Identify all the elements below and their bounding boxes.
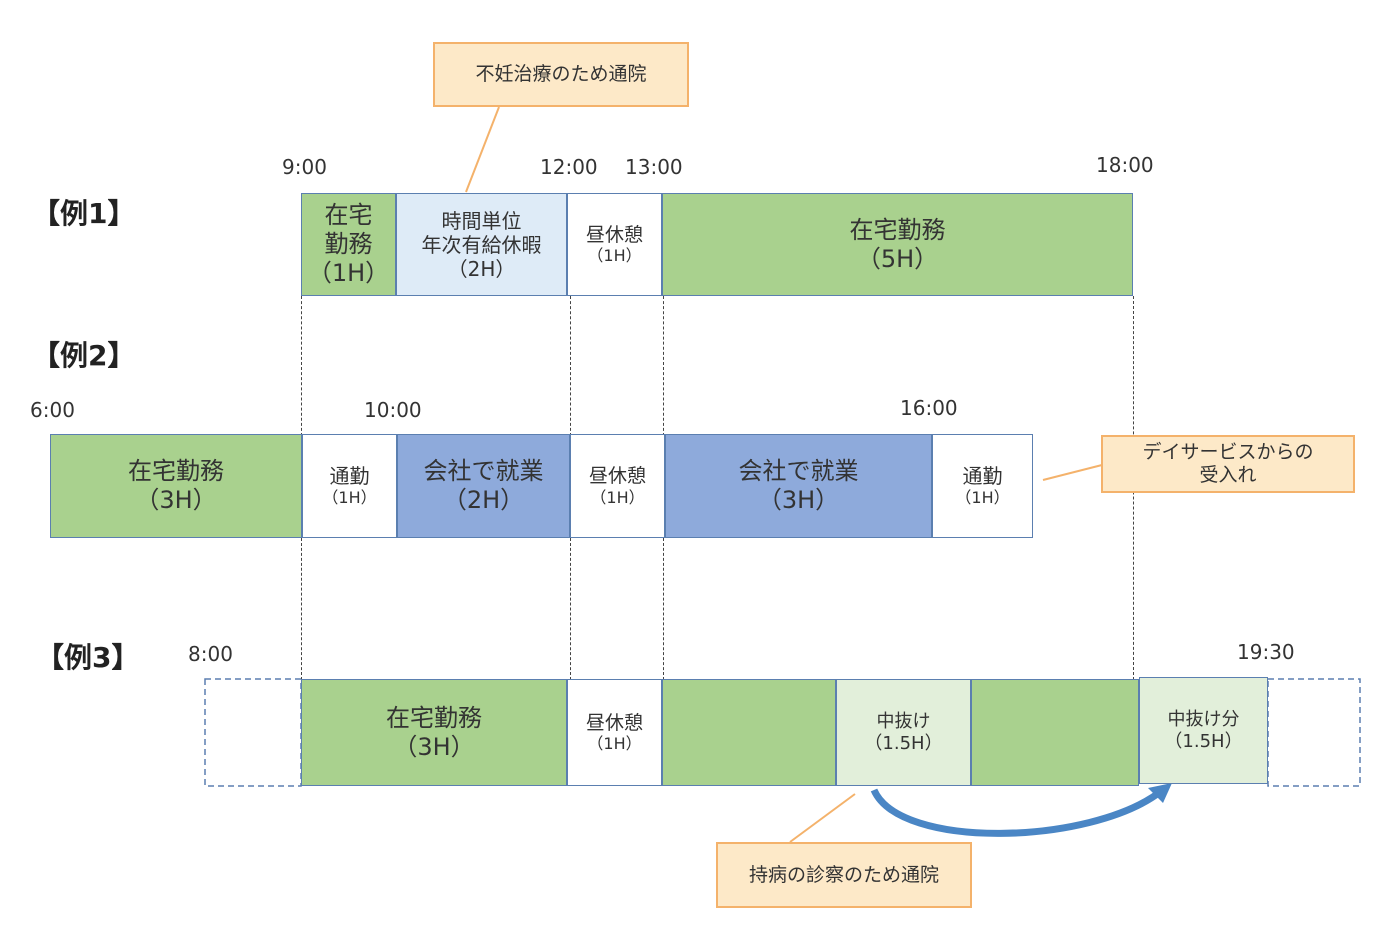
example1-time-13-00: 13:00 — [625, 155, 683, 179]
example3-block-makeup: 中抜け分 （1.5H） — [1139, 677, 1268, 784]
example2-callout: デイサービスからの 受入れ — [1101, 435, 1355, 493]
block-duration: （1H） — [587, 734, 642, 754]
example2-block-commute-morning: 通勤 （1H） — [302, 434, 397, 538]
example1-time-12-00: 12:00 — [540, 155, 598, 179]
block-line: 在宅 — [324, 201, 373, 230]
example2-label: 【例2】 — [32, 339, 136, 372]
block-duration: （1H） — [955, 488, 1010, 508]
block-line: 時間単位 — [441, 208, 522, 233]
block-duration: （2H） — [442, 486, 525, 514]
block-duration: （5H） — [856, 244, 939, 273]
block-duration: （1H） — [307, 258, 390, 287]
block-duration: （3H） — [757, 486, 840, 514]
example1-callout: 不妊治療のため通院 — [433, 42, 689, 107]
block-line: 勤務 — [324, 230, 373, 259]
block-line: 昼休憩 — [588, 465, 646, 487]
callout1-pointer — [465, 106, 500, 193]
block-line: 在宅勤務 — [849, 215, 946, 244]
makeup-arrow — [870, 788, 1163, 837]
callout2-pointer — [1042, 464, 1103, 481]
example1-block-hourly-leave: 時間単位 年次有給休暇 （2H） — [396, 193, 567, 296]
block-line: 昼休憩 — [585, 711, 643, 734]
block-duration: （1H） — [590, 487, 645, 507]
block-duration: （1.5H） — [864, 732, 943, 754]
guide-9-00-upper — [301, 296, 302, 436]
example1-block-home-work: 在宅 勤務 （1H） — [301, 193, 396, 296]
example2-block-home-work: 在宅勤務 （3H） — [50, 434, 302, 538]
block-duration: （1.5H） — [1164, 730, 1243, 752]
example3-block-home-work: 在宅勤務 （3H） — [301, 679, 567, 786]
example3-time-8-00: 8:00 — [188, 642, 233, 666]
block-line: 在宅勤務 — [386, 703, 482, 732]
example2-block-office-work-afternoon: 会社で就業 （3H） — [665, 434, 932, 538]
example3-callout: 持病の診察のため通院 — [716, 842, 972, 908]
example3-label: 【例3】 — [36, 641, 140, 674]
block-line: 通勤 — [962, 464, 1003, 489]
example3-block-time-out: 中抜け （1.5H） — [836, 679, 971, 786]
example3-time-19-30: 19:30 — [1237, 640, 1295, 664]
callout-line: 受入れ — [1199, 464, 1257, 486]
example3-extent-left — [204, 678, 302, 787]
block-line: 中抜け — [876, 710, 931, 732]
example2-block-office-work-morning: 会社で就業 （2H） — [397, 434, 570, 538]
guide-12-00-upper — [570, 296, 571, 436]
example1-time-18-00: 18:00 — [1096, 153, 1154, 177]
example1-label: 【例1】 — [32, 197, 136, 230]
block-duration: （3H） — [393, 732, 475, 761]
example3-block-home-work-late — [971, 679, 1139, 786]
guide-12-00-lower — [570, 538, 571, 680]
block-duration: （1H） — [322, 488, 377, 508]
example2-time-16-00: 16:00 — [900, 396, 958, 420]
block-line: 会社で就業 — [738, 457, 859, 486]
example1-time-9-00: 9:00 — [282, 155, 327, 179]
block-line: 在宅勤務 — [128, 457, 224, 486]
block-line: 会社で就業 — [423, 457, 544, 486]
block-line: 中抜け分 — [1167, 708, 1240, 730]
example2-time-6-00: 6:00 — [30, 398, 75, 422]
block-line: 通勤 — [329, 464, 370, 489]
example2-time-10-00: 10:00 — [364, 398, 422, 422]
makeup-arrow-head — [1148, 783, 1172, 803]
guide-13-00-upper — [663, 296, 664, 436]
block-duration: （2H） — [447, 256, 516, 281]
example2-block-break: 昼休憩 （1H） — [570, 434, 665, 538]
block-duration: （3H） — [135, 486, 217, 514]
callout-line: デイサービスからの — [1142, 441, 1314, 464]
block-duration: （1H） — [587, 246, 642, 266]
example3-block-break: 昼休憩 （1H） — [567, 679, 662, 786]
callout3-pointer — [789, 793, 856, 843]
block-line: 年次有給休暇 — [421, 232, 542, 257]
example3-block-home-work-afternoon — [662, 679, 836, 786]
example1-block-home-work-afternoon: 在宅勤務 （5H） — [662, 193, 1133, 296]
example1-block-break: 昼休憩 （1H） — [567, 193, 662, 296]
guide-9-00-lower — [301, 538, 302, 680]
guide-13-00-lower — [663, 538, 664, 680]
block-line: 昼休憩 — [585, 223, 643, 246]
example2-block-commute-evening: 通勤 （1H） — [932, 434, 1033, 538]
example3-extent-right — [1267, 678, 1361, 787]
